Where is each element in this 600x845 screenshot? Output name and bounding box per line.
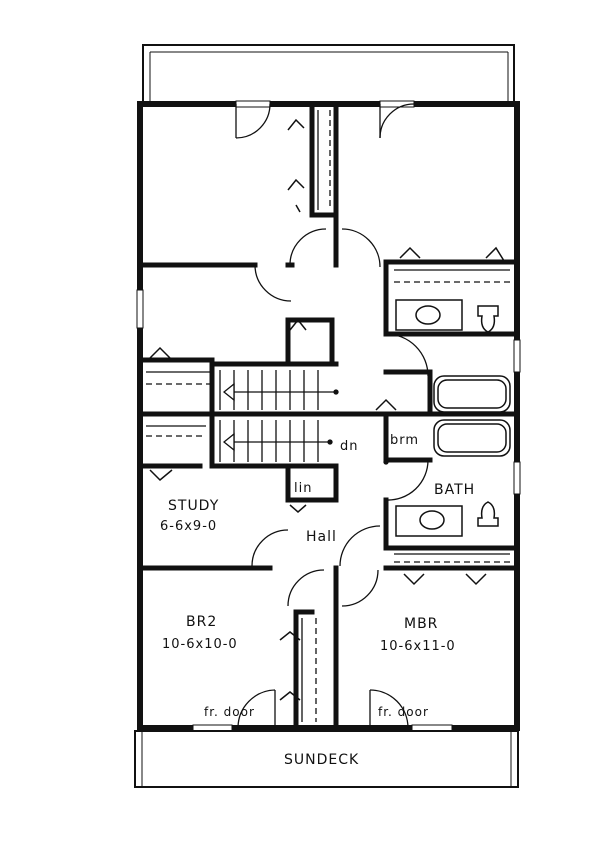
br2-label: BR2 xyxy=(186,614,217,630)
mbr-label: MBR xyxy=(404,616,438,632)
bath-label: BATH xyxy=(434,482,475,498)
study-size: 6-6x9-0 xyxy=(160,519,217,534)
mbr-size: 10-6x11-0 xyxy=(380,639,456,654)
exterior-walls xyxy=(137,101,520,731)
top-deck xyxy=(142,44,515,104)
french-door-right-label: fr. door xyxy=(378,705,429,719)
linen-closet-label: lin xyxy=(294,481,312,496)
broom-closet-label: brm xyxy=(390,433,419,448)
interior-walls xyxy=(137,101,520,731)
closet-door-marks xyxy=(149,118,507,701)
br2-size: 10-6x10-0 xyxy=(162,637,238,652)
stairs xyxy=(219,370,389,465)
door-swings xyxy=(235,103,429,729)
french-door-left-label: fr. door xyxy=(204,705,255,719)
bathroom-fixtures xyxy=(395,299,511,537)
hall-label: Hall xyxy=(306,529,337,545)
study-label: STUDY xyxy=(168,498,219,514)
closet-rods xyxy=(146,110,510,722)
bottom-deck xyxy=(134,730,519,788)
sundeck-label: SUNDECK xyxy=(284,752,359,768)
stair-down-label: dn xyxy=(340,439,359,454)
